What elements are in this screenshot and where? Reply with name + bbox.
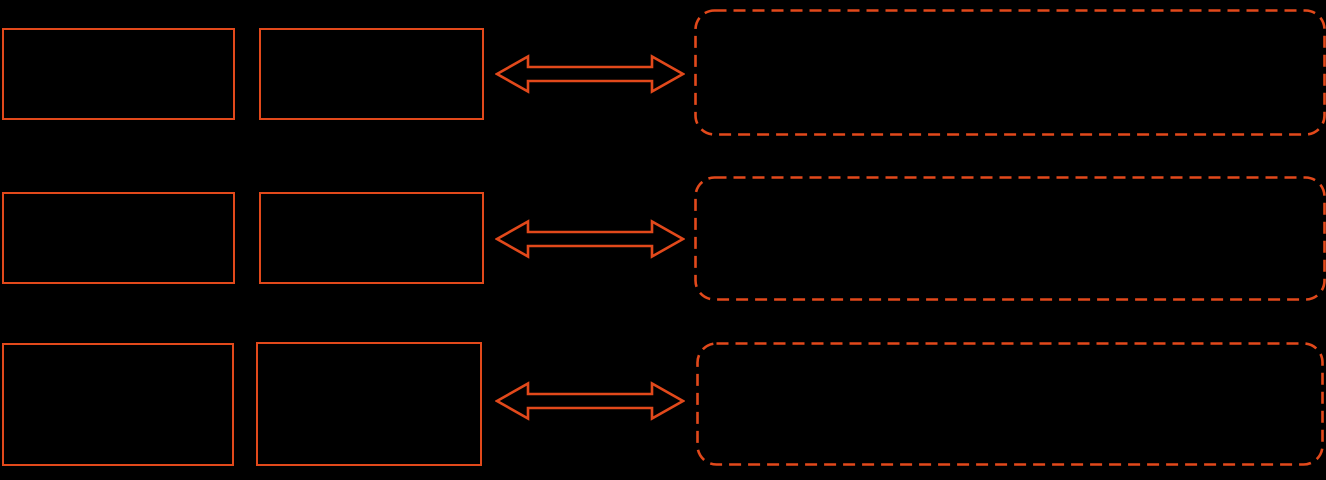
- solid-box: [256, 342, 482, 466]
- dashed-rounded-box: [694, 9, 1326, 136]
- dashed-rounded-box: [696, 342, 1324, 466]
- solid-box: [259, 28, 484, 120]
- solid-box: [2, 343, 234, 466]
- double-arrow-icon: [495, 219, 685, 259]
- solid-box: [259, 192, 484, 284]
- solid-box: [2, 192, 235, 284]
- double-arrow-icon: [495, 54, 685, 94]
- double-arrow-icon: [495, 381, 685, 421]
- solid-box: [2, 28, 235, 120]
- dashed-rounded-box: [694, 176, 1326, 301]
